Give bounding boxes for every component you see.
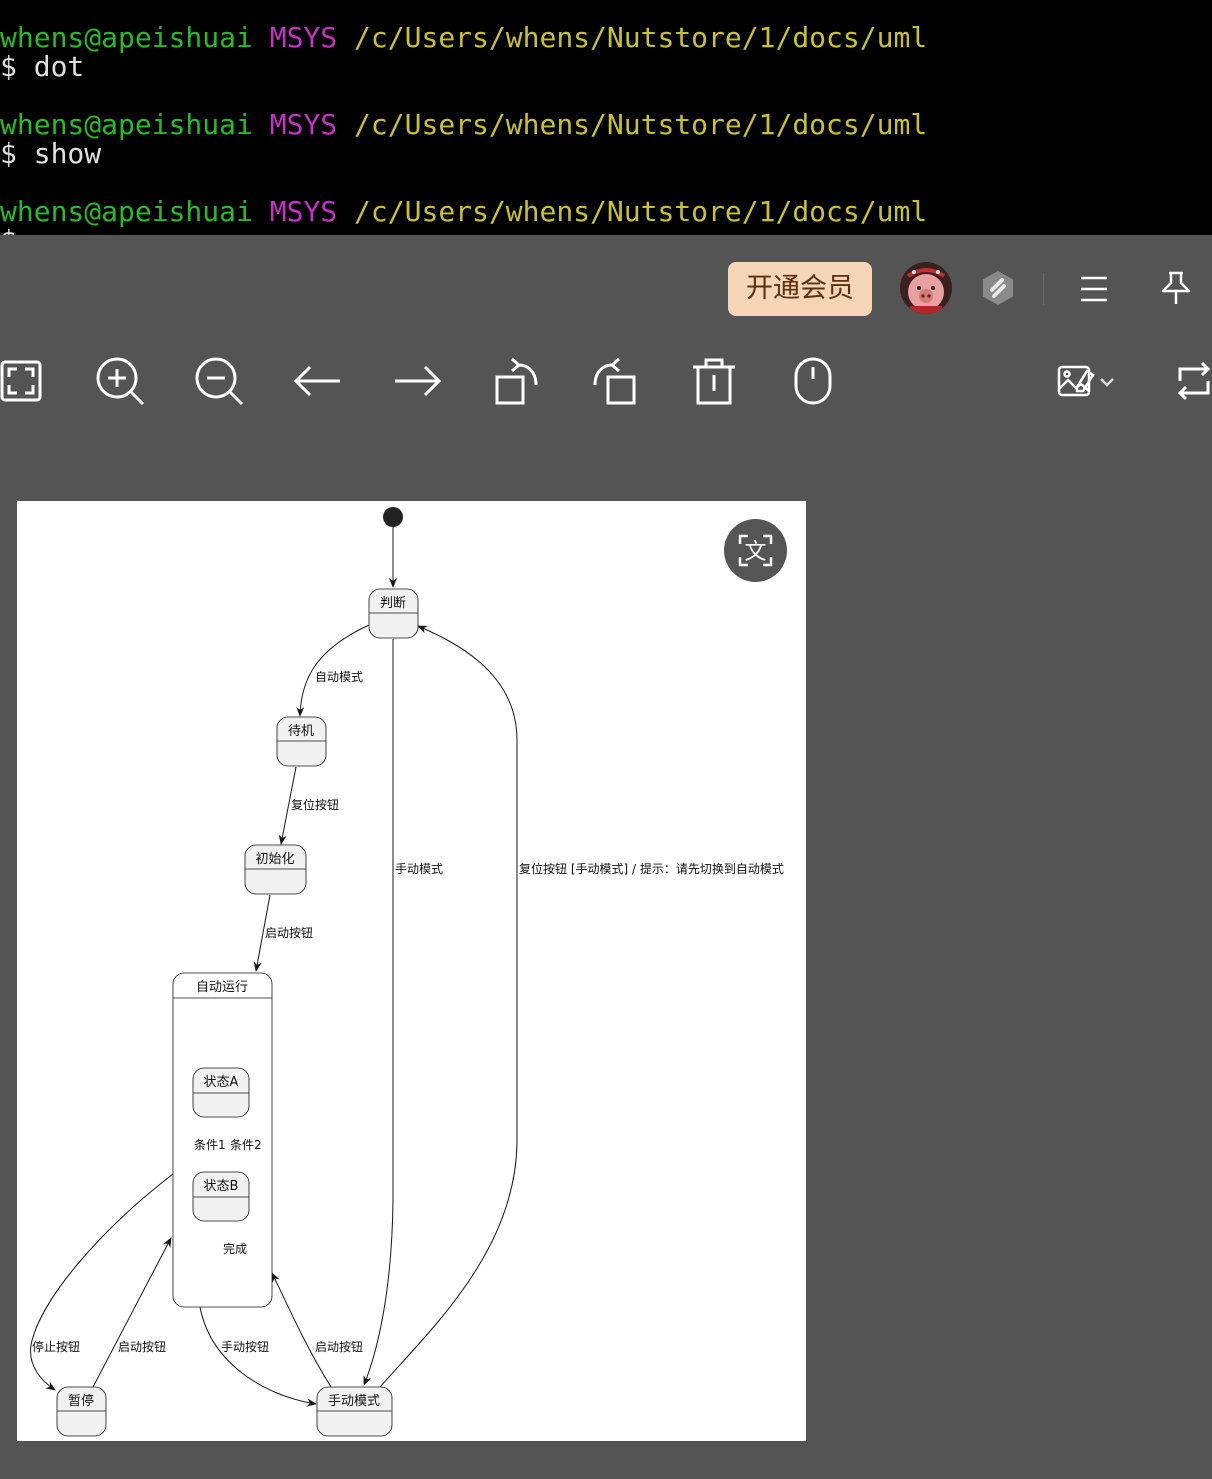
prompt-user: whens@apeishuai [0, 21, 253, 54]
transition-label: 条件2 [230, 1138, 262, 1152]
zoom-in-icon[interactable] [94, 355, 146, 407]
state-judge [368, 588, 419, 639]
diagram-canvas[interactable]: 判断 待机 初始化 自动运行 状态A 状态B 暂停 手动模式 自动模式 复位按钮… [17, 501, 806, 1441]
mouse-icon[interactable] [787, 355, 839, 407]
state-manual [316, 1386, 393, 1437]
prompt-line: whens@apeishuai MSYS /c/Users/whens/Nuts… [0, 23, 927, 52]
next-icon[interactable] [391, 355, 443, 407]
transition-label: 复位按钮 [291, 797, 339, 812]
translate-glyph: 文 [744, 540, 766, 565]
prompt-env: MSYS [269, 21, 338, 54]
transition-label: 手动按钮 [221, 1339, 269, 1354]
crop-icon[interactable] [1168, 355, 1212, 407]
transition-label: 条件1 [194, 1138, 226, 1152]
state-diagram: 判断 待机 初始化 自动运行 状态A 状态B 暂停 手动模式 自动模式 复位按钮… [30, 507, 784, 1437]
rotate-left-icon[interactable] [490, 355, 542, 407]
transition-label: 自动模式 [315, 670, 363, 684]
state-pause [56, 1386, 107, 1437]
state-label: 暂停 [68, 1393, 94, 1409]
transition-label: 复位按钮 [手动模式] / 提示：请先切换到自动模式 [519, 861, 784, 876]
fit-screen-icon[interactable] [0, 355, 47, 407]
state-label: 自动运行 [196, 980, 248, 995]
transition-label: 启动按钮 [118, 1339, 166, 1354]
prompt-user: whens@apeishuai [0, 108, 253, 141]
state-standby [276, 716, 327, 767]
vip-button[interactable]: 开通会员 [728, 262, 872, 316]
previous-icon[interactable] [292, 355, 344, 407]
prompt-line: whens@apeishuai MSYS /c/Users/whens/Nuts… [0, 197, 927, 226]
prompt-line: whens@apeishuai MSYS /c/Users/whens/Nuts… [0, 110, 927, 139]
prompt-path: /c/Users/whens/Nutstore/1/docs/uml [354, 21, 928, 54]
command-line-current[interactable]: $ [0, 226, 34, 235]
prompt-path: /c/Users/whens/Nutstore/1/docs/uml [354, 195, 928, 228]
menu-icon[interactable] [1078, 273, 1110, 305]
prompt-env: MSYS [269, 108, 338, 141]
s-logo-icon[interactable] [980, 270, 1016, 306]
transition-label: 完成 [223, 1241, 247, 1256]
transition-label: 停止按钮 [32, 1339, 80, 1354]
header-divider [1043, 273, 1044, 305]
edit-image-icon[interactable] [1055, 355, 1117, 407]
prompt-env: MSYS [269, 195, 338, 228]
terminal-window[interactable]: whens@apeishuai MSYS /c/Users/whens/Nuts… [0, 0, 1212, 235]
translate-button[interactable]: 文 [724, 519, 787, 582]
image-viewer: 开通会员 [0, 235, 1212, 1479]
state-init [244, 844, 307, 895]
state-b [192, 1171, 250, 1222]
state-label: 判断 [380, 596, 406, 611]
avatar[interactable] [900, 262, 952, 314]
command-line: $ show [0, 137, 102, 170]
transition-label: 启动按钮 [315, 1339, 363, 1354]
state-label: 手动模式 [328, 1394, 380, 1409]
state-label: 待机 [288, 724, 314, 739]
initial-state [383, 507, 403, 527]
state-a [192, 1067, 250, 1118]
prompt-user: whens@apeishuai [0, 195, 253, 228]
state-label: 状态B [204, 1179, 239, 1194]
rotate-right-icon[interactable] [589, 355, 641, 407]
pin-icon[interactable] [1158, 270, 1194, 306]
transition-label: 启动按钮 [265, 925, 313, 940]
zoom-out-icon[interactable] [193, 355, 245, 407]
translate-icon: 文 [738, 534, 773, 567]
composite-state-auto-run [172, 972, 273, 1308]
state-label: 状态A [204, 1075, 239, 1090]
state-label: 初始化 [255, 852, 294, 867]
delete-icon[interactable] [688, 355, 740, 407]
transition-label: 手动模式 [395, 862, 443, 876]
prompt-path: /c/Users/whens/Nutstore/1/docs/uml [354, 108, 928, 141]
command-line: $ dot [0, 50, 85, 83]
